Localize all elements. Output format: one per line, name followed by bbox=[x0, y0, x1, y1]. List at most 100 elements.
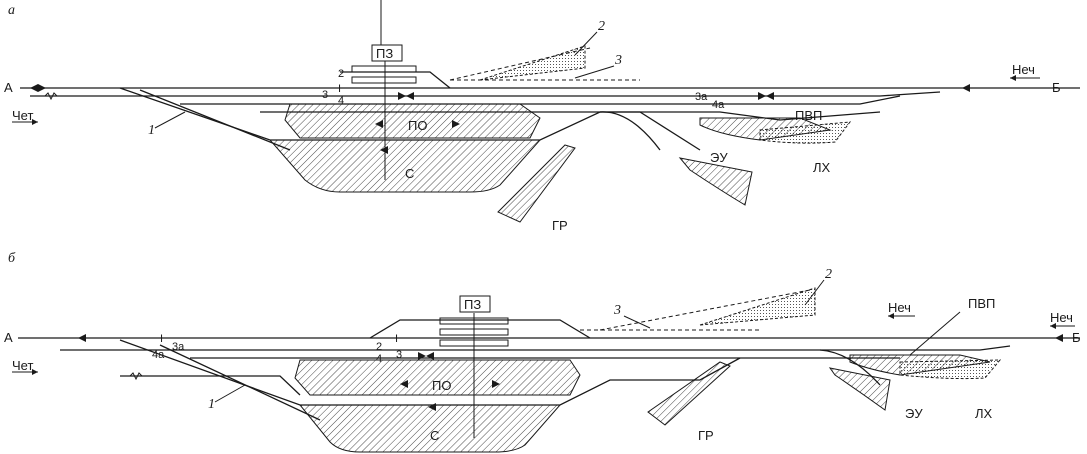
track-4a-label-a: 4а bbox=[712, 99, 725, 111]
squiggle-b bbox=[129, 372, 143, 381]
pvp-leader-b bbox=[909, 311, 961, 356]
track-4-label-b: 4 bbox=[376, 353, 382, 365]
track-row-3-a bbox=[180, 95, 901, 105]
diagram-b: б ПЗ bbox=[4, 251, 1081, 453]
planned-track-2-b bbox=[599, 289, 811, 331]
track-row-4-b bbox=[120, 375, 301, 396]
panel-label-b: б bbox=[8, 251, 16, 266]
dir-left-arrowhead-b bbox=[32, 369, 38, 375]
pvp-label-a: ПВП bbox=[795, 108, 822, 123]
platform-2-a bbox=[351, 76, 417, 84]
squiggle-a bbox=[44, 92, 58, 101]
callout-1-leader-a bbox=[154, 111, 186, 129]
lx-label-b: ЛХ bbox=[975, 406, 993, 421]
dir-mid-arrowhead-b bbox=[888, 313, 894, 319]
park-gr-b bbox=[647, 361, 731, 426]
diagram-a: а ПЗ bbox=[4, 0, 1080, 233]
dir-right-label-b: Неч bbox=[1050, 310, 1073, 325]
track-3-label-b: 3 bbox=[396, 349, 402, 361]
park-lx-a bbox=[759, 121, 852, 144]
dir-mid-label-b: Неч bbox=[888, 300, 911, 315]
track-diag-1-b bbox=[159, 344, 321, 421]
platform-2-b bbox=[439, 328, 509, 336]
end-left-a: А bbox=[4, 80, 13, 95]
callout-2-b: 2 bbox=[825, 267, 832, 282]
eu-label-a: ЭУ bbox=[710, 150, 728, 165]
end-right-a: Б bbox=[1052, 80, 1061, 95]
track-curve-b bbox=[819, 349, 881, 386]
callout-1-b: 1 bbox=[208, 397, 215, 412]
callout-3-leader-b bbox=[623, 315, 651, 329]
signal-1-a bbox=[398, 92, 406, 100]
callout-3-b: 3 bbox=[613, 303, 621, 318]
callout-2-leader-a bbox=[574, 31, 598, 56]
signal-2-a bbox=[406, 92, 414, 100]
park-gr-a bbox=[497, 144, 576, 223]
signal-2-b bbox=[426, 352, 434, 360]
planned-track-2-a bbox=[449, 47, 591, 81]
track-2-label-a: 2 bbox=[338, 68, 344, 80]
callout-2-zone-b bbox=[699, 287, 816, 326]
pz-label-a: ПЗ bbox=[376, 46, 393, 61]
track-3a-label-a: 3а bbox=[695, 91, 708, 103]
arrow-left-end-b bbox=[78, 334, 86, 342]
signal-1-b bbox=[418, 352, 426, 360]
park-s-b bbox=[298, 404, 562, 453]
arrow-right-end-a bbox=[962, 84, 970, 92]
park-po-b bbox=[294, 359, 581, 396]
po-label-b: ПО bbox=[432, 378, 451, 393]
pz-box-b bbox=[459, 295, 491, 313]
track-4a-label-b: 4а bbox=[152, 349, 165, 361]
callout-2-a: 2 bbox=[598, 19, 605, 34]
po-arrow-left-b bbox=[400, 380, 408, 388]
callout-1-a: 1 bbox=[148, 123, 155, 138]
track-row-2-a bbox=[30, 91, 941, 97]
track-2-label-b: 2 bbox=[376, 341, 382, 353]
park-eu-b bbox=[828, 367, 891, 411]
track-lower-b bbox=[119, 339, 741, 406]
track-i-mid-label-b: I bbox=[395, 333, 398, 345]
callout-2-zone-a bbox=[479, 45, 586, 81]
pvp-label-b: ПВП bbox=[968, 296, 995, 311]
po-label-a: ПО bbox=[408, 118, 427, 133]
callout-3-a: 3 bbox=[614, 53, 622, 68]
s-arrow-b bbox=[428, 403, 436, 411]
platform-3-b bbox=[439, 339, 509, 347]
dir-right-arrowhead-a bbox=[1010, 75, 1016, 81]
track-3-label-a: 3 bbox=[322, 89, 328, 101]
s-label-b: С bbox=[430, 428, 439, 443]
dir-left-label-b: Чет bbox=[12, 358, 33, 373]
s-arrow-a bbox=[380, 146, 388, 154]
eu-label-b: ЭУ bbox=[905, 406, 923, 421]
po-arrow-left-a bbox=[375, 120, 383, 128]
track-3a-label-b: 3а bbox=[172, 341, 185, 353]
track-i-left-label-b: I bbox=[160, 333, 163, 345]
panel-label-a: а bbox=[8, 3, 15, 18]
end-right-b: Б bbox=[1072, 330, 1081, 345]
park-s-a bbox=[268, 139, 542, 193]
dir-right-arrowhead-b bbox=[1050, 323, 1056, 329]
signal-3-a bbox=[758, 92, 766, 100]
track-row-2-b bbox=[60, 345, 1011, 351]
callout-3-leader-a bbox=[574, 65, 615, 79]
arrow-right-end-b bbox=[1055, 334, 1063, 342]
dir-right-label-a: Неч bbox=[1012, 62, 1035, 77]
callout-2-leader-b bbox=[804, 279, 825, 306]
pz-label-b: ПЗ bbox=[464, 297, 481, 312]
lx-label-a: ЛХ bbox=[813, 160, 831, 175]
arrow-left-end-a bbox=[30, 84, 38, 92]
po-arrow-right-a bbox=[452, 120, 460, 128]
track-upper-b bbox=[369, 319, 591, 339]
track-row-4-a bbox=[260, 111, 881, 121]
platform-1-a bbox=[351, 65, 417, 73]
gr-label-a: ГР bbox=[552, 218, 568, 233]
callout-1-leader-b bbox=[214, 384, 246, 403]
track-curve-a bbox=[599, 111, 661, 151]
park-lx-b bbox=[899, 359, 1002, 380]
pz-box-a bbox=[371, 44, 403, 62]
dir-left-arrowhead-a bbox=[32, 119, 38, 125]
dir-left-label-a: Чет bbox=[12, 108, 33, 123]
track-i-label-a: I bbox=[338, 83, 341, 95]
